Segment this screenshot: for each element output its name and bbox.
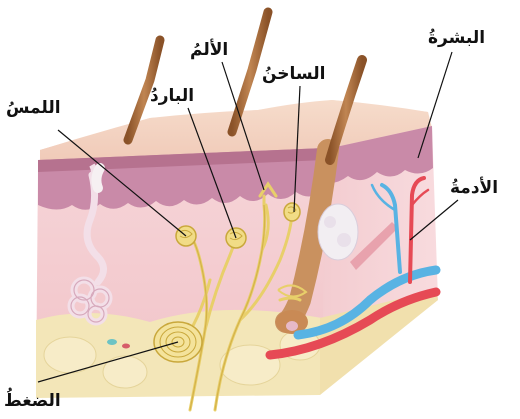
- hair-bulge: [96, 168, 100, 188]
- label-cold: الباردُ: [150, 88, 194, 105]
- sebaceous-gland: [318, 204, 358, 260]
- heat-receptor: [284, 203, 300, 221]
- label-epidermis: البشرةُ: [428, 30, 485, 47]
- label-touch: اللمسُ: [6, 100, 61, 117]
- label-dermis: الأدمةُ: [450, 180, 498, 197]
- label-heat: الساخنُ: [262, 66, 325, 83]
- label-pain: الألمُ: [190, 42, 228, 59]
- label-pressure: الضغطُ: [4, 393, 61, 410]
